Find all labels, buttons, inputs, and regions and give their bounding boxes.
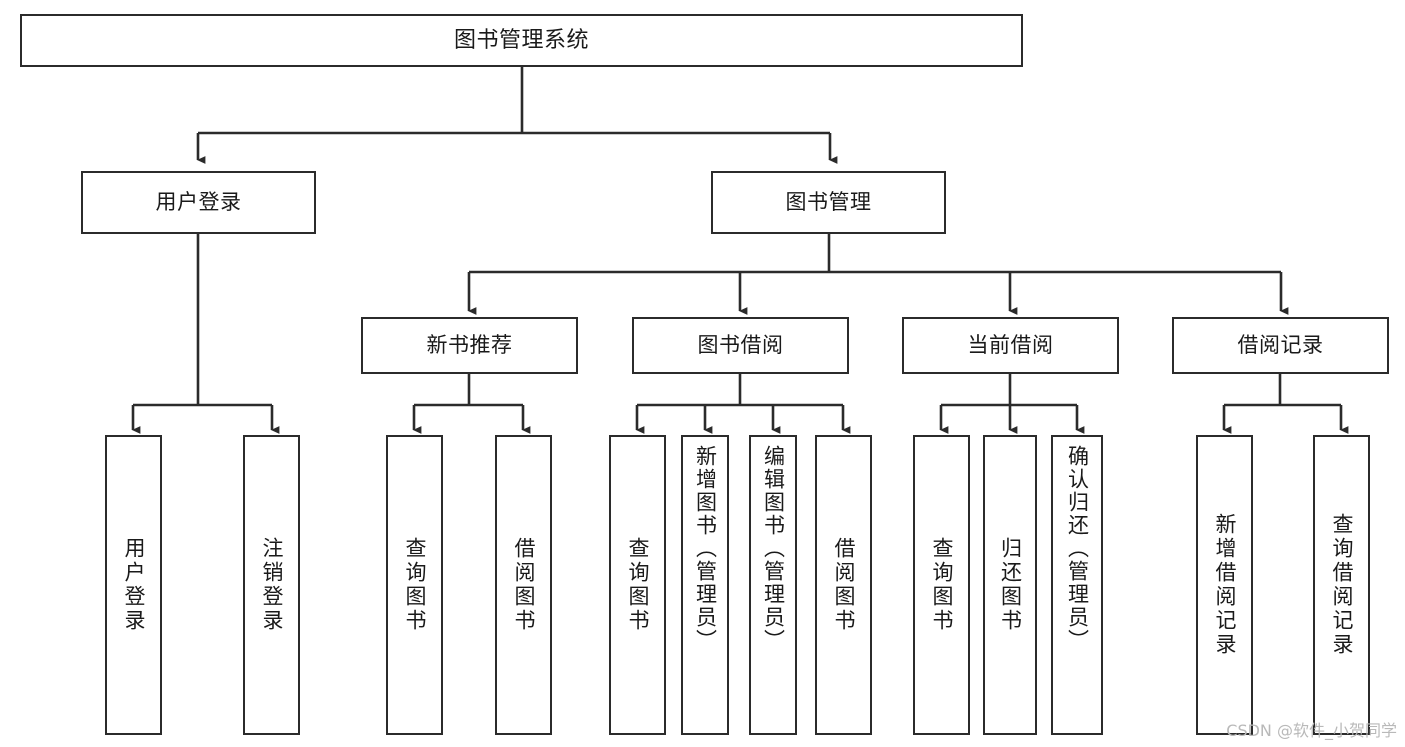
leaf-borrow-book[interactable]: 借阅图书 <box>815 435 872 735</box>
leaf-return-book[interactable]: 归还图书 <box>983 435 1037 735</box>
node-user-login[interactable]: 用户登录 <box>81 171 316 234</box>
node-label: 注销登录 <box>260 537 284 633</box>
node-label: 查询图书 <box>626 537 650 633</box>
node-label: 查询图书 <box>403 537 427 633</box>
node-label: 新书推荐 <box>426 333 513 358</box>
leaf-query-book-current[interactable]: 查询图书 <box>913 435 970 735</box>
node-label: 图书借阅 <box>697 333 784 358</box>
leaf-add-borrow-record[interactable]: 新增借阅记录 <box>1196 435 1253 735</box>
node-label: 归还图书 <box>998 537 1023 633</box>
node-label: 用户登录 <box>155 190 242 215</box>
node-label: 编辑图书（管理员） <box>761 445 786 652</box>
node-root-library-system[interactable]: 图书管理系统 <box>20 14 1023 67</box>
node-label: 新增借阅记录 <box>1213 513 1237 657</box>
node-book-borrow[interactable]: 图书借阅 <box>632 317 849 374</box>
leaf-user-login[interactable]: 用户登录 <box>105 435 162 735</box>
node-label: 借阅记录 <box>1237 333 1324 358</box>
node-label: 借阅图书 <box>832 537 856 633</box>
leaf-confirm-return-admin[interactable]: 确认归还（管理员） <box>1051 435 1103 735</box>
node-label: 查询图书 <box>930 537 954 633</box>
leaf-add-book-admin[interactable]: 新增图书（管理员） <box>681 435 729 735</box>
node-label: 确认归还（管理员） <box>1065 445 1090 652</box>
leaf-borrow-book-recommend[interactable]: 借阅图书 <box>495 435 552 735</box>
node-new-book-recommend[interactable]: 新书推荐 <box>361 317 578 374</box>
node-label: 图书管理系统 <box>453 27 589 53</box>
leaf-query-borrow-record[interactable]: 查询借阅记录 <box>1313 435 1370 735</box>
watermark: CSDN @软件_小贺同学 <box>1226 721 1397 740</box>
node-label: 图书管理 <box>785 190 872 215</box>
node-label: 用户登录 <box>122 537 146 633</box>
node-label: 借阅图书 <box>512 537 536 633</box>
node-label: 新增图书（管理员） <box>693 445 718 652</box>
leaf-edit-book-admin[interactable]: 编辑图书（管理员） <box>749 435 797 735</box>
leaf-query-book-borrow[interactable]: 查询图书 <box>609 435 666 735</box>
leaf-logout[interactable]: 注销登录 <box>243 435 300 735</box>
node-current-borrow[interactable]: 当前借阅 <box>902 317 1119 374</box>
leaf-query-book-recommend[interactable]: 查询图书 <box>386 435 443 735</box>
node-book-management[interactable]: 图书管理 <box>711 171 946 234</box>
node-label: 当前借阅 <box>967 333 1054 358</box>
node-label: 查询借阅记录 <box>1330 513 1354 657</box>
node-borrow-record[interactable]: 借阅记录 <box>1172 317 1389 374</box>
